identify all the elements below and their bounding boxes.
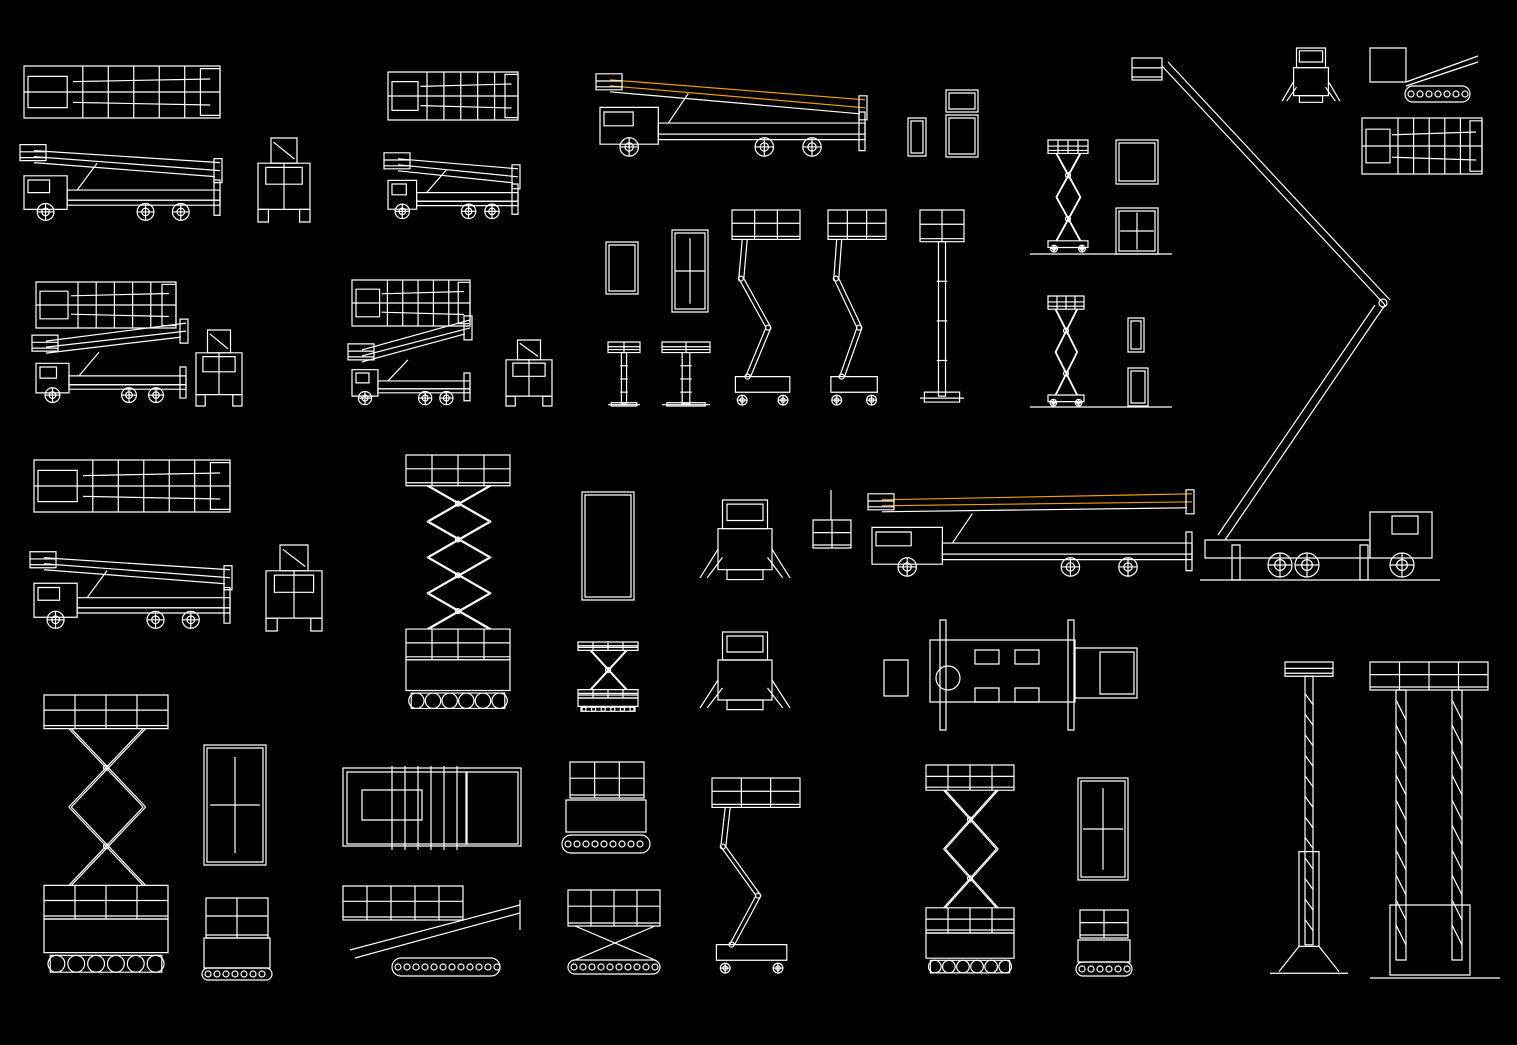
telescopic-mast-lift-double: [1370, 662, 1500, 978]
truck-top-view-2: [388, 72, 518, 120]
tracked-scissor-front-view: [566, 762, 646, 832]
vertical-mast-lift-1: [608, 342, 640, 406]
truck-top-view-4: [352, 280, 470, 326]
articulated-boom-lift-tracked: [712, 778, 800, 973]
truck-side-view-highlighted-boom: [596, 74, 867, 156]
telescopic-boom-truck-extended: [1132, 58, 1440, 580]
tracked-unit-top-view: [1362, 118, 1482, 174]
articulated-boom-lift-2: [828, 210, 886, 405]
crawler-track-6: [1076, 962, 1132, 976]
outrigger-unit-front-view-1: [700, 500, 790, 580]
truck-top-view-5: [34, 460, 230, 512]
scissor-lift-tall-wheeled: [406, 455, 510, 708]
crawler-track-1: [1405, 86, 1470, 102]
telescopic-mast-lift-single: [1270, 662, 1348, 973]
crawler-scissor-lift-large: [44, 695, 168, 972]
truck-front-view-5: [266, 545, 322, 631]
platform-end-view-1: [908, 118, 926, 156]
truck-side-view-1: [20, 145, 222, 221]
scissor-lift-small-1: [1048, 140, 1088, 252]
outrigger-unit-front-view-2: [700, 632, 790, 710]
scissor-lift-compact-crawler: [926, 765, 1014, 973]
truck-side-view-4: [348, 316, 472, 405]
articulated-boom-lift-1: [732, 210, 800, 405]
tracked-boom-lift-side-view: [343, 886, 520, 958]
scissor-top-view-large: [204, 745, 266, 865]
tracked-unit-front-view: [1282, 48, 1340, 102]
crawler-track-3: [392, 958, 500, 976]
mast-top-view-small: [1128, 318, 1144, 352]
truck-side-view-3: [32, 319, 188, 402]
scissor-front-view-compact: [1078, 910, 1130, 962]
platform-side-view-2: [672, 230, 708, 312]
vertical-mast-lift-3: [920, 210, 964, 402]
platform-side-view-1: [946, 115, 978, 157]
truck-plan-view: [884, 620, 1137, 730]
truck-front-view-3: [196, 330, 242, 406]
truck-top-view-3: [36, 282, 176, 328]
scissor-front-view-small: [1116, 208, 1158, 254]
truck-front-view-4: [506, 340, 552, 406]
scissor-top-view-compact: [1078, 778, 1128, 880]
truck-side-view-2: [384, 153, 520, 219]
vertical-mast-lift-2: [662, 342, 710, 406]
tracked-scissor-side-view: [568, 890, 660, 960]
scissor-top-view-tall: [582, 492, 634, 600]
platform-top-view-1: [946, 90, 978, 112]
truck-side-view-5: [30, 552, 232, 629]
crawler-track-5: [568, 960, 660, 974]
scissor-lift-rough-terrain: [578, 642, 638, 711]
platform-top-view-2: [606, 242, 638, 294]
platform-basket-detail: [813, 490, 851, 548]
scissor-top-view-small: [1116, 140, 1158, 184]
crawler-track-2: [202, 968, 272, 980]
crawler-track-4: [562, 835, 650, 853]
tracked-unit-side-view: [1370, 48, 1478, 86]
scissor-lift-small-2: [1048, 296, 1084, 406]
tracked-platform-top-view: [343, 766, 521, 850]
truck-side-view-long-boom: [868, 490, 1194, 576]
mast-front-view-small: [1128, 368, 1148, 406]
truck-front-view-1: [258, 138, 310, 222]
crawler-scissor-front-view: [204, 898, 270, 968]
truck-top-view-1: [24, 66, 220, 118]
